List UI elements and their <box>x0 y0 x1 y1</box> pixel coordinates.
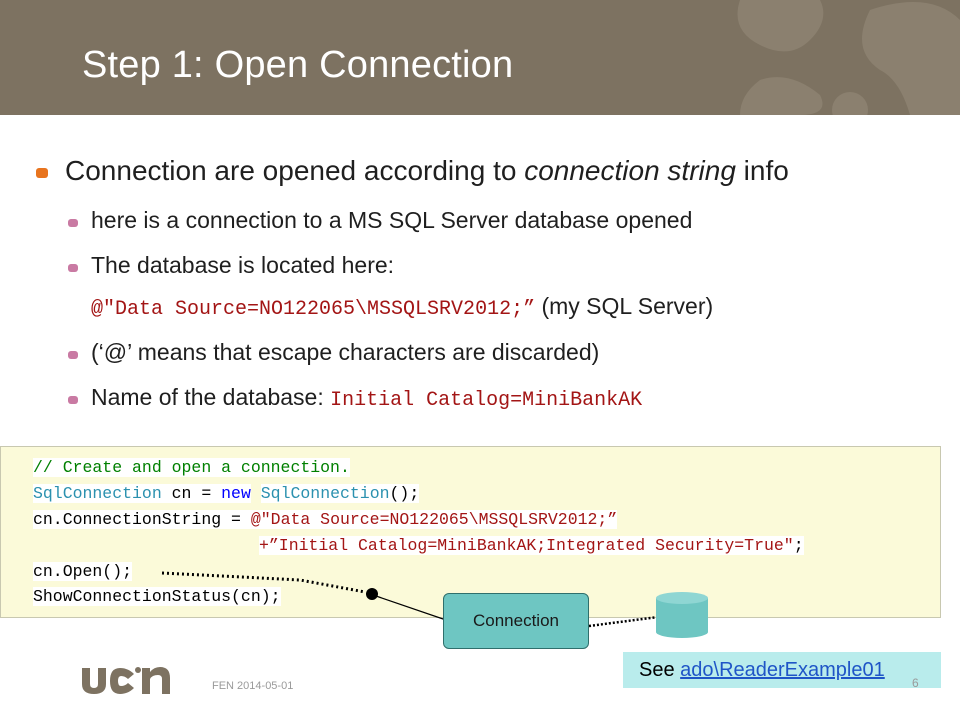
code-operator: = <box>201 484 222 503</box>
sub-bullet-4: Name of the database: Initial Catalog=Mi… <box>91 384 642 412</box>
sub-bullet-icon <box>68 264 78 272</box>
code-line-4: +”Initial Catalog=MiniBankAK;Integrated … <box>259 536 804 555</box>
code-string: @"Data Source=NO122065\MSSQLSRV2012;” <box>250 510 618 529</box>
sub-bullet-4-text: Name of the database: <box>91 384 331 410</box>
sub-bullet-2: The database is located here: <box>91 252 395 278</box>
code-space <box>251 484 261 503</box>
sub-bullet-3: (‘@’ means that escape characters are di… <box>91 339 600 365</box>
footer-date: FEN 2014-05-01 <box>212 680 294 692</box>
page-number: 6 <box>912 676 919 690</box>
code-statement: cn.Open(); <box>33 562 133 581</box>
code-variable: cn <box>161 484 202 503</box>
code-line-5: cn.Open(); <box>33 562 133 581</box>
sub-bullet-icon <box>68 396 78 404</box>
code-punctuation: ; <box>793 536 804 555</box>
decorative-shapes-icon <box>737 0 960 115</box>
code-punctuation: (); <box>389 484 420 503</box>
main-bullet-tail: info <box>735 155 789 186</box>
code-statement: ShowConnectionStatus(cn); <box>33 587 281 606</box>
dotted-db-line <box>588 615 659 628</box>
sub-bullet-4-code: Initial Catalog=MiniBankAK <box>330 389 643 412</box>
code-sample: // Create and open a connection. SqlConn… <box>0 446 941 618</box>
code-type: SqlConnection <box>33 484 162 503</box>
sub-bullet-1: here is a connection to a MS SQL Server … <box>91 207 693 233</box>
code-type: SqlConnection <box>260 484 390 503</box>
code-statement: cn.ConnectionString <box>33 510 232 529</box>
connection-box: Connection <box>443 593 589 649</box>
see-prefix: See <box>639 658 681 681</box>
code-line-1: // Create and open a connection. <box>33 458 350 477</box>
sub-bullet-icon <box>68 219 78 227</box>
main-bullet: Connection are opened according to conne… <box>65 155 789 187</box>
main-bullet-text: Connection are opened according to <box>65 155 525 186</box>
example-link[interactable]: ado\ReaderExample01 <box>680 658 885 681</box>
slide-title: Step 1: Open Connection <box>82 44 514 86</box>
main-bullet-emphasis: connection string <box>524 155 736 186</box>
sub-bullet-2-code: @"Data Source=NO122065\MSSQLSRV2012;” <box>91 298 536 321</box>
code-line-6: ShowConnectionStatus(cn); <box>33 587 281 606</box>
sub-bullet-2-continued: @"Data Source=NO122065\MSSQLSRV2012;” (m… <box>91 293 713 321</box>
main-bullet-icon <box>36 168 48 178</box>
code-string: +”Initial Catalog=MiniBankAK;Integrated … <box>259 536 794 555</box>
ucn-logo-icon <box>82 667 170 694</box>
code-keyword: new <box>221 484 251 503</box>
sub-bullet-icon <box>68 351 78 359</box>
see-example-note: See ado\ReaderExample01 <box>623 652 941 688</box>
code-operator: = <box>231 510 251 529</box>
code-line-2: SqlConnection cn = new SqlConnection(); <box>33 484 420 503</box>
slide-header: Step 1: Open Connection <box>0 0 960 115</box>
code-comment: // Create and open a connection. <box>33 458 350 477</box>
sub-bullet-2-tail: (my SQL Server) <box>535 293 714 319</box>
code-line-3: cn.ConnectionString = @"Data Source=NO12… <box>33 510 618 529</box>
